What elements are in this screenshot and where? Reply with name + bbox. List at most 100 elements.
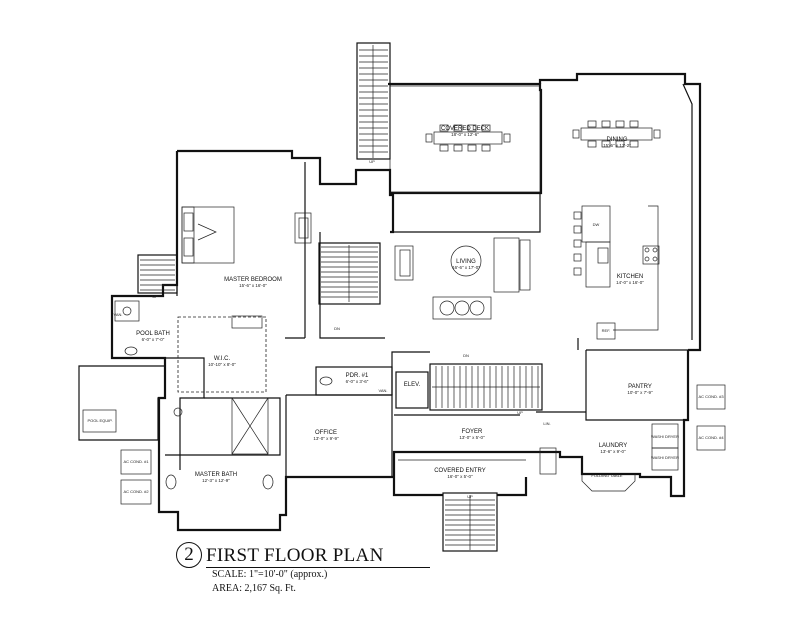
deck-chair: [439, 124, 449, 132]
master-bedroom-label: MASTER BEDROOM: [224, 277, 282, 283]
dining-chair: [653, 129, 661, 139]
master-bath-dim: 12'-3" x 12'-9": [202, 478, 230, 483]
drawing-area: AREA: 2,167 Sq. Ft.: [212, 583, 296, 594]
deck-chair: [453, 144, 463, 152]
exterior-equipment: [78, 365, 726, 505]
title-underline: [206, 567, 430, 568]
dining-chair: [615, 120, 625, 128]
island-stool: [573, 239, 582, 248]
covered-deck-label: COVERED DECK: [441, 126, 489, 132]
drawing-title: FIRST FLOOR PLAN: [206, 545, 384, 566]
up-label-1: UP: [369, 159, 375, 164]
foyer-dim: 13'-0" x 5'-0": [459, 435, 485, 440]
master-bed: [181, 206, 312, 264]
living-label: LIVING: [456, 259, 476, 265]
dining-chair: [601, 140, 611, 148]
pantry-label: PANTRY: [628, 384, 652, 390]
central-stair: [318, 242, 381, 305]
dining-dim: 15'-6" x 13'-2": [603, 143, 631, 148]
dining-chair: [572, 129, 580, 139]
wic-label: W.I.C.: [214, 356, 231, 362]
dining-table: [572, 120, 661, 148]
deck-chair: [467, 144, 477, 152]
folding-table-label: FOLDING TABLE: [591, 473, 623, 478]
living-furniture: [394, 237, 531, 320]
rear-stair: [356, 42, 391, 160]
deck-chair: [503, 133, 511, 143]
kitchen: [573, 205, 660, 340]
dining-bay: [682, 83, 693, 340]
office-label: OFFICE: [315, 430, 337, 436]
ac-cond-3-label: AC COND. #3: [698, 394, 724, 399]
dishwasher-label: DW: [593, 222, 600, 227]
dining-chair: [587, 140, 597, 148]
master-bath-fixtures: [165, 397, 274, 490]
dining-label: DINING: [607, 137, 628, 143]
foyer-stair: [429, 363, 543, 411]
pdr-elev: [315, 366, 429, 409]
deck-table: [425, 124, 511, 152]
front-stair: [442, 492, 498, 552]
washer-dryer-1-label: WASH/ DRYER: [651, 434, 679, 439]
ac-cond-1-label: AC COND. #1: [123, 459, 149, 464]
living-dim: 16'-6" x 17'-0": [452, 265, 480, 270]
ac-cond-2-label: AC COND. #2: [123, 489, 149, 494]
kitchen-label: KITCHEN: [617, 274, 643, 280]
down-label-1: DN: [334, 326, 340, 331]
laundry-fixtures: [539, 423, 679, 492]
dining-chair: [629, 120, 639, 128]
foyer-label: FOYER: [462, 429, 483, 435]
covered-deck-dim: 18'-0" x 12'-6": [451, 132, 479, 137]
deck-chair: [481, 144, 491, 152]
island-stool: [573, 225, 582, 234]
exterior-walls: [110, 72, 702, 532]
drawing-scale: SCALE: 1"=10'-0" (approx.): [212, 569, 328, 580]
refrigerator-label: REF.: [602, 328, 611, 333]
covered-entry-outline: [392, 459, 528, 497]
dining-chair: [615, 140, 625, 148]
deck-chair: [481, 124, 491, 132]
dining-chair: [587, 120, 597, 128]
laundry-label: LAUNDRY: [599, 443, 628, 449]
wic-dim: 10'-10" x 8'-0": [208, 362, 236, 367]
island-stool: [573, 211, 582, 220]
master-bedroom-dim: 15'-6" x 16'-0": [239, 283, 267, 288]
pool-bath-dim: 6'-0" x 7'-0": [142, 337, 165, 342]
deck-chair: [453, 124, 463, 132]
linen-label: LIN.: [543, 421, 550, 426]
dining-chair: [601, 120, 611, 128]
vanity-2-label: VAN.: [113, 312, 122, 317]
pool-bath-fixtures: [114, 300, 140, 356]
up-label-3: UP: [517, 410, 523, 415]
island-stool: [573, 267, 582, 276]
vanity-1-label: VAN.: [378, 388, 387, 393]
master-bath-label: MASTER BATH: [195, 472, 237, 478]
up-label-2: UP: [152, 294, 158, 299]
pool-equip-label: POOL EQUIP.: [87, 418, 112, 423]
drawing-number: 2: [176, 542, 202, 568]
pantry-dim: 10'-0" x 7'-9": [627, 390, 653, 395]
island-stool: [573, 253, 582, 262]
dining-chair: [629, 140, 639, 148]
washer-dryer-2-label: WASH/ DRYER: [651, 455, 679, 460]
covered-entry-dim: 16'-0" x 5'-0": [447, 474, 473, 479]
covered-entry-label: COVERED ENTRY: [434, 468, 486, 474]
title-block: 2 FIRST FLOOR PLAN SCALE: 1"=10'-0" (app…: [176, 542, 436, 612]
down-label-2: DN: [463, 353, 469, 358]
up-label-4: UP: [467, 494, 473, 499]
pool-bath-label: POOL BATH: [136, 331, 170, 337]
pdr-label: PDR. #1: [346, 373, 369, 379]
side-stair: [137, 254, 178, 294]
pdr-dim: 6'-0" x 3'-6": [346, 379, 369, 384]
kitchen-dim: 14'-0" x 16'-0": [616, 280, 644, 285]
deck-chair: [425, 133, 433, 143]
office-dim: 13'-0" x 9'-9": [313, 436, 339, 441]
ac-cond-4-label: AC COND. #4: [698, 435, 724, 440]
wic-shelving: [177, 316, 267, 393]
deck-chair: [439, 144, 449, 152]
laundry-dim: 13'-6" x 9'-0": [600, 449, 626, 454]
elevator-label: ELEV.: [404, 382, 421, 388]
deck-chair: [467, 124, 477, 132]
